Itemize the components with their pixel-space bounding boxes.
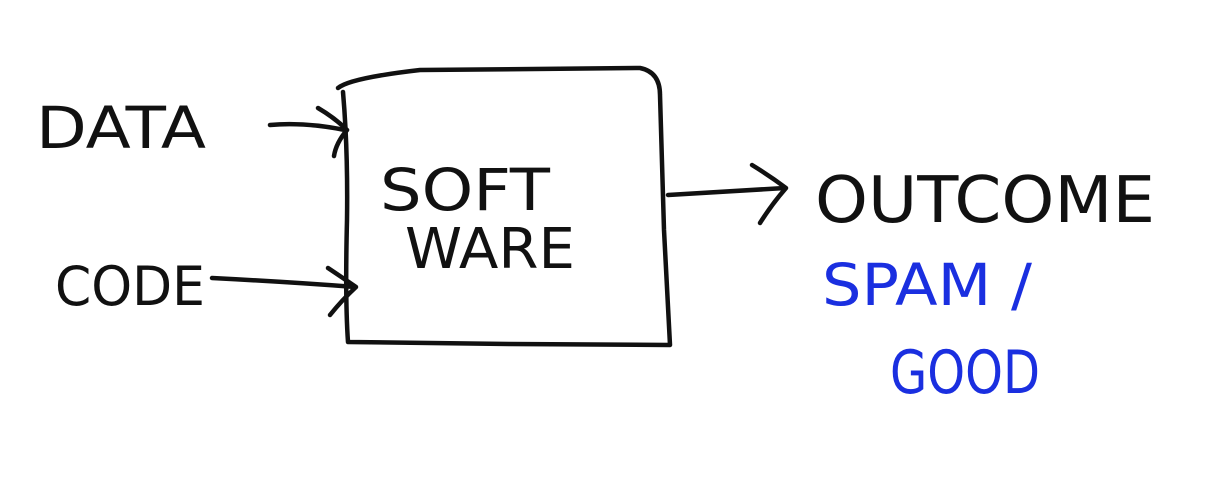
arrow-software-to-outcome bbox=[665, 162, 789, 226]
software-label-line1: SOFT bbox=[380, 156, 551, 224]
software-box bbox=[335, 65, 673, 348]
arrow-data-to-software bbox=[267, 105, 350, 159]
input-label-data: DATA bbox=[36, 94, 206, 162]
arrow-code-to-software bbox=[209, 265, 359, 318]
annotation-line1: SPAM / bbox=[822, 251, 1032, 319]
annotation-line2: GOOD bbox=[890, 338, 1040, 408]
input-label-code: CODE bbox=[55, 255, 205, 318]
software-label-line2: WARE bbox=[405, 217, 575, 282]
output-label-outcome: OUTCOME bbox=[815, 164, 1155, 238]
